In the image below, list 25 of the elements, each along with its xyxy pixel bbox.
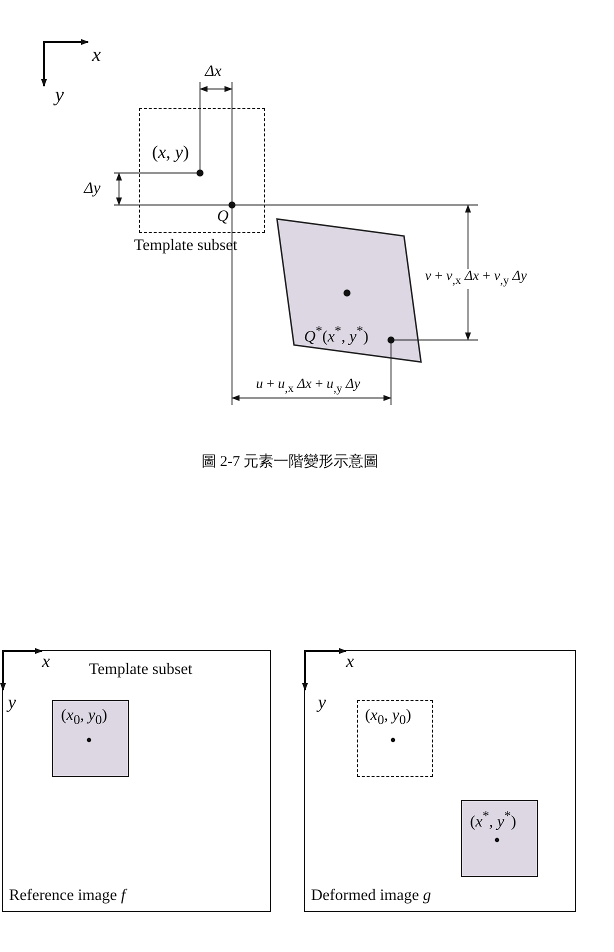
point-label: Q$^{*}$(x$^{*}$, y$^{*}$) bbox=[304, 322, 368, 346]
deformed-image-frame bbox=[304, 650, 576, 912]
dimension-label: Δx bbox=[205, 63, 222, 81]
axis-label: x bbox=[346, 651, 354, 671]
point-label: (x$_{0}$, y$_{0}$) bbox=[365, 707, 412, 730]
axis-label: y bbox=[55, 84, 64, 106]
dimension-label: u + u$_{,x}$ Δx + u$_{,y}$ Δy bbox=[256, 377, 360, 397]
axis-label: y bbox=[8, 692, 16, 712]
axis-label: x bbox=[92, 44, 101, 66]
point-label: (x, y) bbox=[152, 142, 189, 162]
point-label: (x$_{0}$, y$_{0}$) bbox=[61, 707, 108, 730]
point-label: (x$^{*}$, y$^{*}$) bbox=[470, 807, 516, 832]
image-caption: Deformed image g bbox=[311, 887, 431, 905]
template-subset-box bbox=[357, 700, 433, 777]
deformed-subset-box bbox=[461, 800, 538, 877]
axis-label: y bbox=[318, 692, 326, 712]
axis-label: x bbox=[42, 651, 50, 671]
dimension-label: v + v$_{,x}$ Δx + v$_{,y}$ Δy bbox=[425, 269, 527, 289]
deformed-subset-shape bbox=[276, 218, 422, 363]
subset-label: Template subset bbox=[89, 661, 192, 679]
point-label: Q bbox=[217, 208, 229, 226]
image-caption: Reference image f bbox=[9, 887, 126, 905]
reference-image-frame bbox=[2, 650, 271, 912]
figure-caption: 圖 2-7 元素一階變形示意圖 bbox=[201, 454, 379, 470]
dimension-label: Δy bbox=[84, 180, 100, 198]
